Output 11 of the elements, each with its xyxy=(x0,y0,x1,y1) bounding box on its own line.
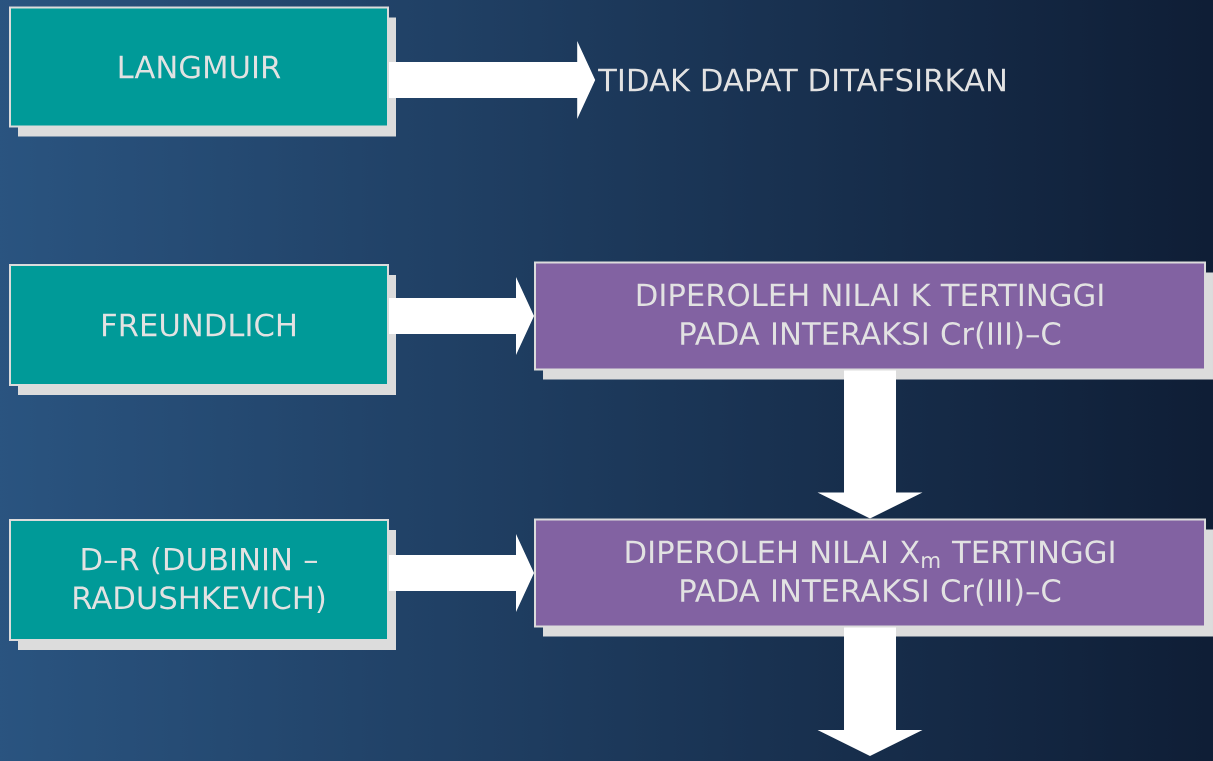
model-box: D–R (DUBININ – RADUSHKEVICH) xyxy=(9,519,396,650)
block-arrow xyxy=(389,534,534,612)
result-box: DIPEROLEH NILAI K TERTINGGI PADA INTERAKSI Cr(III)–C xyxy=(534,261,1213,380)
block-arrow xyxy=(389,41,596,119)
result-text: TIDAK DAPAT DITAFSIRKAN xyxy=(598,68,1005,92)
block-arrow xyxy=(817,370,923,519)
block-arrow xyxy=(817,627,923,756)
model-box: LANGMUIR xyxy=(9,6,396,137)
model-box: FREUNDLICH xyxy=(9,264,396,395)
block-arrow xyxy=(389,277,534,355)
result-box: DIPEROLEH NILAI X$_{m}$ TERTINGGI PADA INTERAKSI Cr(III)–C xyxy=(534,518,1213,637)
